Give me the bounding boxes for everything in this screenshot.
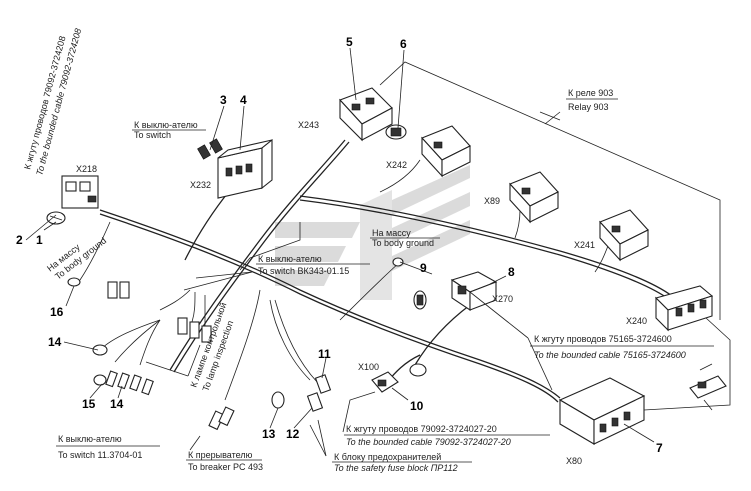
connector-x240 xyxy=(654,285,714,332)
terminal-group-14 xyxy=(92,344,154,396)
leader-lines xyxy=(25,47,731,457)
ground-terminal-9 xyxy=(392,257,404,267)
callout-14a: 14 xyxy=(48,335,62,349)
callout-6: 6 xyxy=(400,37,407,51)
connector-x232 xyxy=(217,138,273,199)
ground-mid-ru: На массу xyxy=(372,228,411,238)
label-x270: X270 xyxy=(492,294,513,304)
lamp-plugs xyxy=(107,281,212,343)
label-x232: X232 xyxy=(190,180,211,190)
label-x240: X240 xyxy=(626,316,647,326)
switch-bottom-en: To switch 11.3704-01 xyxy=(58,450,142,460)
label-x100: X100 xyxy=(358,362,379,372)
relay-x241 xyxy=(599,209,649,262)
terminal-13 xyxy=(271,391,285,409)
harness-3724027-ru: К жгуту проводов 79092-3724027-20 xyxy=(346,424,497,434)
callout-12: 12 xyxy=(286,427,300,441)
ground-mid-en: To body ground xyxy=(372,238,434,248)
watermark-logo xyxy=(275,165,470,300)
callout-13: 13 xyxy=(262,427,276,441)
callout-5: 5 xyxy=(346,35,353,49)
callout-3: 3 xyxy=(220,93,227,107)
callout-2: 2 xyxy=(16,233,23,247)
harness-3724027-en: To the bounded cable 79092-3724027-20 xyxy=(346,437,511,447)
callout-9: 9 xyxy=(420,261,427,275)
switch-bk-en: To switch ВК343-01.15 xyxy=(258,266,349,276)
relay-x242 xyxy=(421,125,471,178)
switch-bottom-ru: К выклю-ателю xyxy=(58,434,122,444)
breaker-ru: К прерывателю xyxy=(188,450,253,460)
breaker-en: To breaker PC 493 xyxy=(188,462,263,472)
switch-top-en: To switch xyxy=(134,130,171,140)
ground-terminal-16 xyxy=(67,277,81,287)
item-6-plug xyxy=(385,124,407,140)
callout-10: 10 xyxy=(410,399,424,413)
relay-x89 xyxy=(509,171,559,224)
callout-16: 16 xyxy=(50,305,64,319)
label-x241: X241 xyxy=(574,240,595,250)
fuse-item xyxy=(413,290,427,310)
connector-labels: X218 X232 X243 X242 X89 X241 X240 X270 X… xyxy=(76,120,647,466)
connector-detail xyxy=(689,363,727,411)
connector-x270 xyxy=(450,271,498,312)
terminal-12 xyxy=(306,392,324,412)
callout-15: 15 xyxy=(82,397,96,411)
callout-4: 4 xyxy=(240,93,247,107)
label-x218: X218 xyxy=(76,164,97,174)
switch-top-ru: К выклю-ателю xyxy=(134,120,198,130)
connector-x100 xyxy=(371,363,427,393)
label-x89: X89 xyxy=(484,196,500,206)
connector-x218 xyxy=(46,175,99,225)
label-x80: X80 xyxy=(566,456,582,466)
fuse-ru: К блоку предохранителей xyxy=(334,452,441,462)
callout-14b: 14 xyxy=(110,397,124,411)
relay-en: Relay 903 xyxy=(568,102,609,112)
terminal-11 xyxy=(314,374,332,394)
callout-11: 11 xyxy=(318,347,331,361)
harness-75165-en: To the bounded cable 75165-3724600 xyxy=(534,350,686,360)
callout-7: 7 xyxy=(656,441,663,455)
callout-8: 8 xyxy=(508,265,515,279)
switch-bk-ru: К выклю-ателю xyxy=(258,254,322,264)
fuse-en: To the safety fuse block ПР112 xyxy=(334,463,458,473)
harness-wires xyxy=(79,61,721,403)
relay-ru: К реле 903 xyxy=(568,88,613,98)
relay-x243 xyxy=(339,87,393,142)
connector-x80 xyxy=(558,377,646,445)
label-x242: X242 xyxy=(386,160,407,170)
breaker-plugs xyxy=(208,406,235,431)
label-x243: X243 xyxy=(298,120,319,130)
callout-1: 1 xyxy=(36,233,43,247)
callout-numbers: 1 2 3 4 5 6 7 8 9 10 11 12 13 14 14 15 1… xyxy=(16,35,663,455)
harness-75165-ru: К жгуту проводов 75165-3724600 xyxy=(534,334,672,344)
